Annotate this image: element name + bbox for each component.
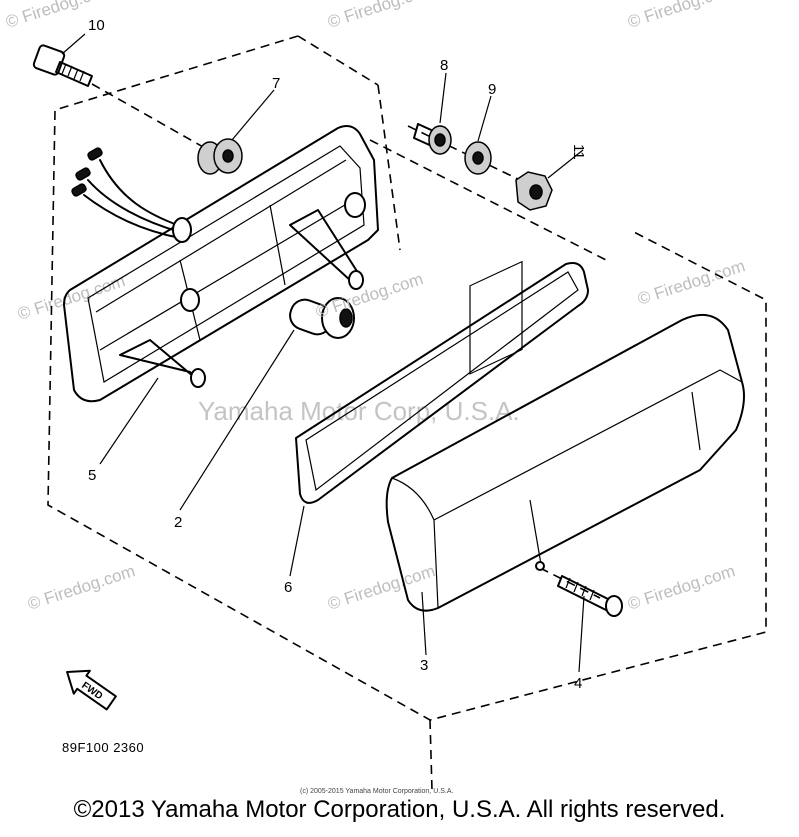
bulb: [289, 297, 355, 339]
part-labels: 10 7 8 9 11 5 2 6 3 4: [88, 17, 587, 692]
watermark-bottom-center: © Firedog.com: [325, 561, 437, 614]
watermark-top-right: © Firedog.com: [625, 0, 737, 32]
watermark-top-center: © Firedog.com: [325, 0, 437, 32]
grommet: [197, 138, 243, 175]
label-part-2: 2: [174, 514, 182, 531]
screw-4: [557, 575, 623, 617]
bolt-10: [32, 44, 93, 87]
gasket: [295, 262, 589, 504]
diagram-code: 89F100 2360: [62, 740, 144, 755]
watermark-center: Yamaha Motor Corp, U.S.A.: [198, 396, 520, 426]
leader-lines: [61, 33, 585, 673]
watermark-bottom-right: © Firedog.com: [625, 561, 737, 614]
watermark-left: © Firedog.com: [15, 271, 127, 324]
footer-copyright: ©2013 Yamaha Motor Corporation, U.S.A. A…: [73, 796, 726, 823]
watermark-mid: © Firedog.com: [313, 269, 425, 322]
label-part-11: 11: [570, 144, 587, 160]
watermarks: © Firedog.com © Firedog.com © Firedog.co…: [3, 0, 747, 614]
label-part-4: 4: [574, 675, 582, 692]
label-part-8: 8: [440, 57, 448, 74]
label-part-6: 6: [284, 579, 292, 596]
lens: [385, 260, 745, 612]
assembly-outline: [47, 35, 767, 791]
watermark-bottom-left: © Firedog.com: [25, 561, 137, 614]
fwd-arrow: FWD: [66, 669, 117, 711]
label-part-5: 5: [88, 467, 96, 484]
washer-9: [464, 141, 492, 175]
label-part-7: 7: [272, 75, 280, 92]
label-part-10: 10: [88, 17, 105, 34]
label-part-3: 3: [420, 657, 428, 674]
label-part-9: 9: [488, 81, 496, 98]
small-copyright: (c) 2005-2015 Yamaha Motor Corporation, …: [300, 788, 453, 795]
lamp-housing: [63, 125, 379, 403]
collar-8: [413, 123, 452, 155]
nut-11: [515, 171, 553, 211]
